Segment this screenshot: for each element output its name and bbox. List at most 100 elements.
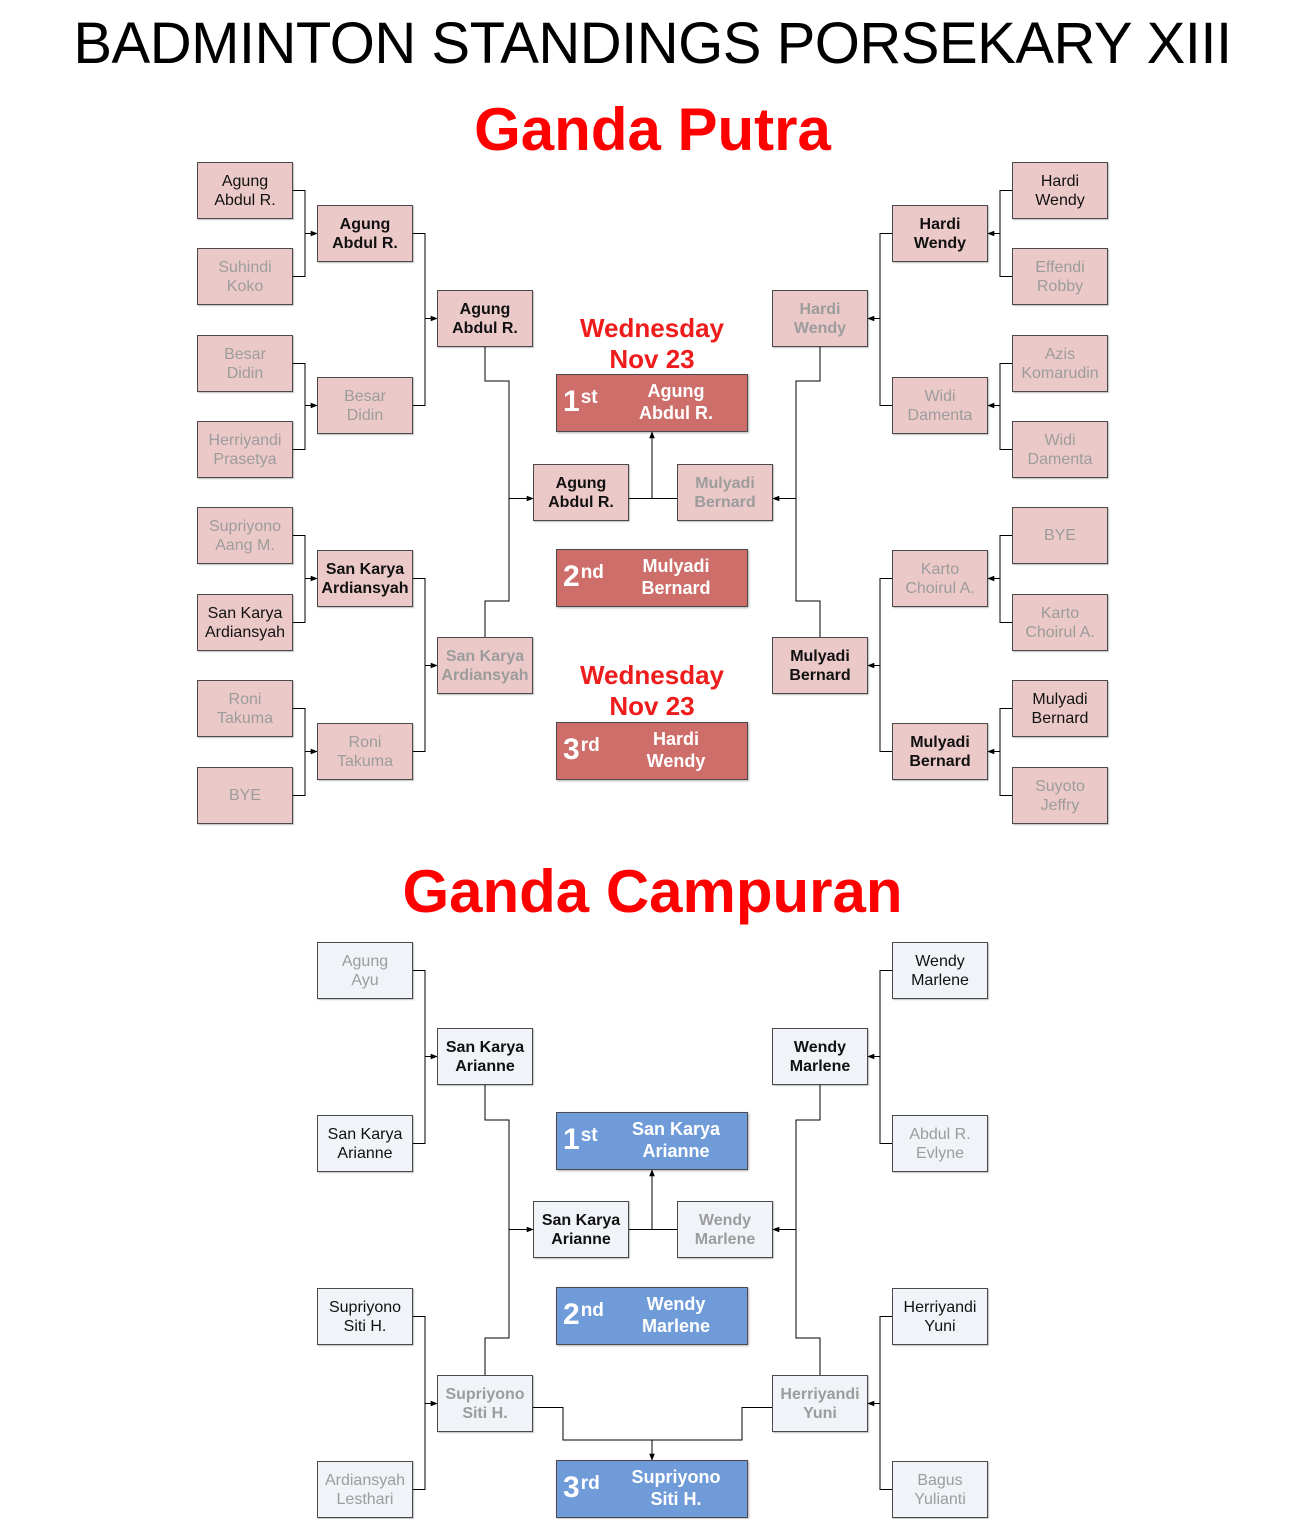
team-name: Wendy Marlene <box>911 952 969 989</box>
team-box: Mulyadi Bernard <box>772 637 868 694</box>
connector-line <box>879 970 892 1144</box>
connector-line <box>999 708 1012 796</box>
second-place-box: 2nd Wendy Marlene <box>556 1287 748 1345</box>
team-box: Agung Abdul R. <box>533 464 629 521</box>
team-name: Wendy Marlene <box>694 1211 756 1248</box>
rank-digit: 2 <box>563 560 580 593</box>
match-date-2: Wednesday Nov 23 <box>579 660 724 721</box>
team-name: Hardi Wendy <box>1035 172 1085 209</box>
connector-line <box>879 233 892 406</box>
team-name: Herriyandi Yuni <box>780 1385 860 1422</box>
team-name: Suyoto Jeffry <box>1035 777 1085 814</box>
place-team-name: Mulyadi Bernard <box>641 556 711 598</box>
team-name: Mulyadi Bernard <box>909 733 971 770</box>
team-name: Besar Didin <box>224 345 266 382</box>
team-box: Wendy Marlene <box>892 942 988 999</box>
rank-number: 2nd <box>563 1298 604 1332</box>
team-name: Bagus Yulianti <box>914 1471 966 1508</box>
team-box: Supriyono Siti H. <box>317 1288 413 1345</box>
team-name: Karto Choirul A. <box>1025 604 1095 641</box>
team-box: Agung Abdul R. <box>197 162 293 219</box>
rank-digit: 2 <box>563 1298 580 1331</box>
team-name: Widi Damenta <box>907 387 973 424</box>
connector-line <box>879 1316 892 1490</box>
place-team-name: Wendy Marlene <box>641 1294 711 1336</box>
team-box: Hardi Wendy <box>1012 162 1108 219</box>
rank-suffix: st <box>580 387 598 408</box>
team-name: Hardi Wendy <box>793 300 847 337</box>
third-place-box: 3rd Supriyono Siti H. <box>556 1460 748 1518</box>
team-box: San Karya Arianne <box>317 1115 413 1172</box>
team-box: Widi Damenta <box>892 377 988 434</box>
team-name: Suhindi Koko <box>218 258 272 295</box>
connector-line <box>879 578 892 752</box>
rank-digit: 3 <box>563 1471 580 1504</box>
team-box: San Karya Ardiansyah <box>197 594 293 651</box>
team-name: Roni Takuma <box>336 733 394 770</box>
rank-number: 3rd <box>563 1471 600 1505</box>
connector-line <box>293 535 306 623</box>
team-box: Ardiansyah Lesthari <box>317 1461 413 1518</box>
team-name: Supriyono Siti H. <box>445 1385 525 1422</box>
match-date-1: Wednesday Nov 23 <box>579 313 724 374</box>
team-box: Wendy Marlene <box>772 1028 868 1085</box>
team-name: Agung Ayu <box>341 952 389 989</box>
first-place-box: 1st Agung Abdul R. <box>556 374 748 432</box>
team-name: San Karya Ardiansyah <box>441 647 529 684</box>
rank-number: 1st <box>563 1123 598 1157</box>
team-name: BYE <box>228 787 261 804</box>
team-box: Karto Choirul A. <box>1012 594 1108 651</box>
second-place-box: 2nd Mulyadi Bernard <box>556 549 748 607</box>
connector-line <box>999 535 1012 623</box>
team-box: Agung Abdul R. <box>437 290 533 347</box>
team-name: Hardi Wendy <box>913 215 967 252</box>
team-name: Karto Choirul A. <box>905 560 975 597</box>
team-box: Karto Choirul A. <box>892 550 988 607</box>
team-box: Wendy Marlene <box>677 1201 773 1258</box>
connector-line <box>413 1316 426 1490</box>
connector-line <box>293 190 306 277</box>
connector-line <box>293 708 306 796</box>
team-box: Suyoto Jeffry <box>1012 767 1108 824</box>
team-box: BYE <box>197 767 293 824</box>
team-name: San Karya Ardiansyah <box>321 560 409 597</box>
team-name: San Karya Arianne <box>541 1211 621 1248</box>
team-box: Azis Komarudin <box>1012 335 1108 392</box>
team-box: Supriyono Siti H. <box>437 1375 533 1432</box>
rank-number: 2nd <box>563 560 604 594</box>
rank-number: 3rd <box>563 733 600 767</box>
team-name: Mulyadi Bernard <box>694 474 756 511</box>
rank-number: 1st <box>563 385 598 419</box>
rank-suffix: nd <box>580 562 604 583</box>
place-team-name: Agung Abdul R. <box>639 381 713 423</box>
team-box: Herriyandi Yuni <box>772 1375 868 1432</box>
rank-digit: 3 <box>563 733 580 766</box>
place-team-name: Supriyono Siti H. <box>631 1467 721 1509</box>
team-box: Herriyandi Prasetya <box>197 421 293 478</box>
rank-digit: 1 <box>563 385 580 418</box>
connector-line <box>999 190 1012 277</box>
team-box: San Karya Arianne <box>437 1028 533 1085</box>
team-name: Widi Damenta <box>1027 431 1093 468</box>
team-name: Effendi Robby <box>1035 258 1085 295</box>
rank-suffix: rd <box>580 1473 600 1494</box>
team-box: Supriyono Aang M. <box>197 507 293 564</box>
team-box: San Karya Ardiansyah <box>437 637 533 694</box>
connector-line <box>795 1085 821 1375</box>
team-name: Roni Takuma <box>216 690 274 727</box>
team-box: Mulyadi Bernard <box>892 723 988 780</box>
ganda-campuran-title: Ganda Campuran <box>402 858 903 925</box>
first-place-box: 1st San Karya Arianne <box>556 1112 748 1170</box>
place-team-name: San Karya Arianne <box>631 1119 721 1161</box>
team-box: Besar Didin <box>197 335 293 392</box>
team-box: Hardi Wendy <box>772 290 868 347</box>
team-name: San Karya Ardiansyah <box>204 604 286 641</box>
team-name: Supriyono Siti H. <box>328 1298 402 1335</box>
team-box: Bagus Yulianti <box>892 1461 988 1518</box>
team-name: Agung Abdul R. <box>452 300 518 337</box>
team-name: Besar Didin <box>344 387 386 424</box>
team-box: Agung Ayu <box>317 942 413 999</box>
team-box: Hardi Wendy <box>892 205 988 262</box>
team-box: Abdul R. Evlyne <box>892 1115 988 1172</box>
